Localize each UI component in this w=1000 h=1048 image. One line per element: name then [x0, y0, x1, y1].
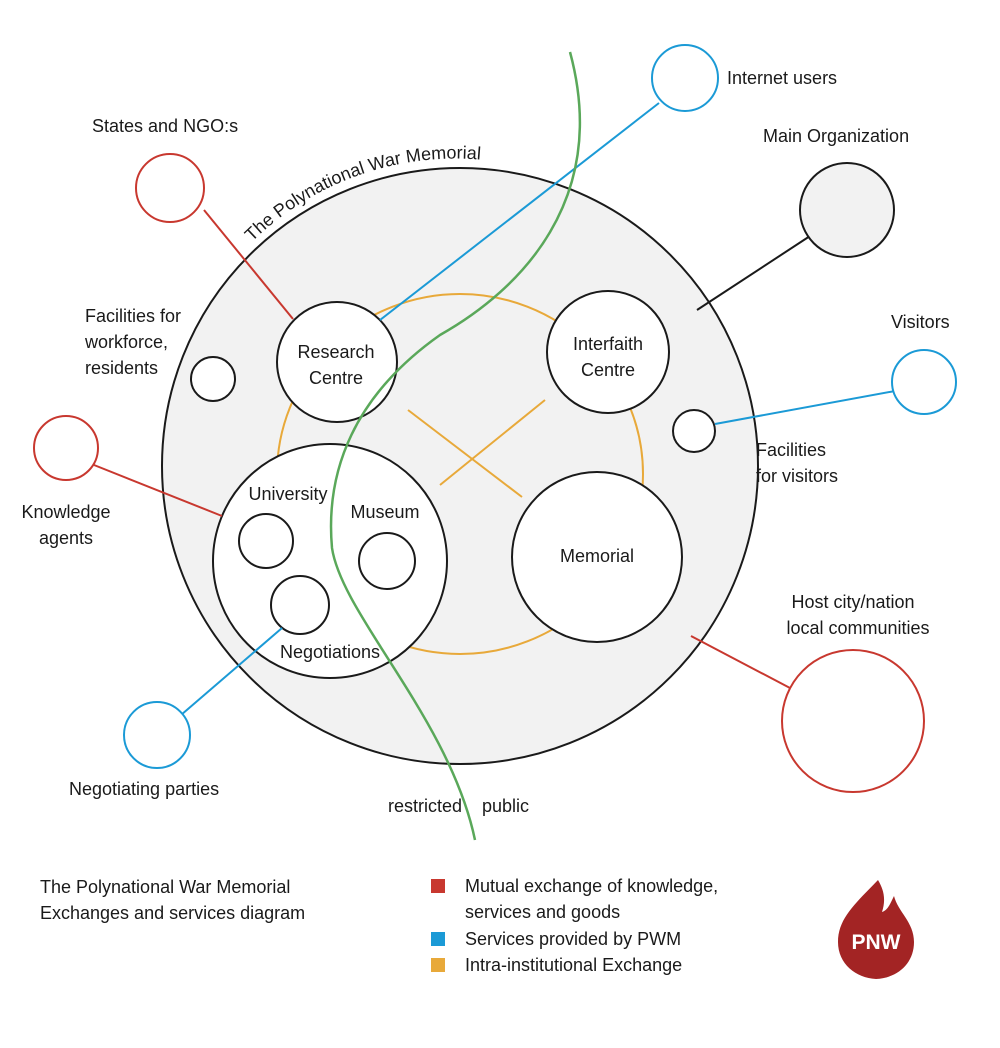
legend-swatch-mutual	[431, 879, 445, 893]
caption-line-2: Exchanges and services diagram	[40, 903, 305, 923]
facilities-visitors-label-1: Facilities	[756, 440, 826, 460]
internet-users-label: Internet users	[727, 68, 837, 88]
memorial-label: Memorial	[560, 546, 634, 566]
caption-line-1: The Polynational War Memorial	[40, 877, 290, 897]
interfaith-centre-node	[546, 290, 670, 414]
knowledge-agents-label-1: Knowledge	[21, 502, 110, 522]
interfaith-centre-label-2: Centre	[581, 360, 635, 380]
legend-swatch-services	[431, 932, 445, 946]
negotiating-parties-label: Negotiating parties	[69, 779, 219, 799]
negotiations-node	[270, 575, 330, 635]
museum-label: Museum	[350, 502, 419, 522]
visitors-node	[891, 349, 957, 415]
restricted-public-boundary	[329, 51, 581, 841]
host-city-label-2: local communities	[786, 618, 929, 638]
link-visitors-facilities	[714, 390, 896, 425]
legend-intra-label: Intra-institutional Exchange	[465, 955, 682, 975]
main-organization-node	[799, 162, 895, 258]
restricted-label: restricted	[388, 796, 462, 816]
research-centre-label-1: Research	[297, 342, 374, 362]
knowledge-agents-label-2: agents	[39, 528, 93, 548]
intra-line-interfaith-university	[439, 399, 546, 486]
host-city-label-1: Host city/nation	[791, 592, 914, 612]
states-ngos-node	[135, 153, 205, 223]
link-states-research	[203, 209, 294, 320]
link-internet-research	[379, 102, 660, 321]
negotiating-parties-node	[123, 701, 191, 769]
legend-swatch-intra	[431, 958, 445, 972]
public-label: public	[482, 796, 529, 816]
link-host-memorial	[690, 635, 791, 689]
legend-services-label: Services provided by PWM	[465, 929, 681, 949]
visitors-label: Visitors	[891, 312, 950, 332]
internet-users-node	[651, 44, 719, 112]
main-organization-label: Main Organization	[763, 126, 909, 146]
facilities-workforce-label-2: workforce,	[84, 332, 168, 352]
facilities-visitors-label-2: for visitors	[756, 466, 838, 486]
host-city-node	[781, 649, 925, 793]
link-knowledge-university	[93, 464, 223, 517]
research-centre-node	[276, 301, 398, 423]
link-main-organization	[696, 235, 811, 311]
university-cluster	[212, 443, 448, 679]
link-negotiating-negotiations	[180, 627, 283, 716]
facilities-visitors-node	[672, 409, 716, 453]
intra-line-research-memorial	[407, 409, 523, 498]
negotiations-label: Negotiations	[280, 642, 380, 662]
memorial-node	[511, 471, 683, 643]
facilities-workforce-label-1: Facilities for	[85, 306, 181, 326]
university-node	[238, 513, 294, 569]
legend: Mutual exchange of knowledge, services a…	[431, 876, 718, 975]
pnw-logo: PNW	[838, 880, 914, 979]
facilities-workforce-node	[190, 356, 236, 402]
legend-mutual-label-2: services and goods	[465, 902, 620, 922]
legend-mutual-label-1: Mutual exchange of knowledge,	[465, 876, 718, 896]
museum-node	[358, 532, 416, 590]
logo-text: PNW	[852, 931, 901, 954]
knowledge-agents-node	[33, 415, 99, 481]
research-centre-label-2: Centre	[309, 368, 363, 388]
facilities-workforce-label-3: residents	[85, 358, 158, 378]
interfaith-centre-label-1: Interfaith	[573, 334, 643, 354]
states-ngos-label: States and NGO:s	[92, 116, 238, 136]
logo-flame-icon	[838, 880, 914, 979]
university-label: University	[248, 484, 327, 504]
